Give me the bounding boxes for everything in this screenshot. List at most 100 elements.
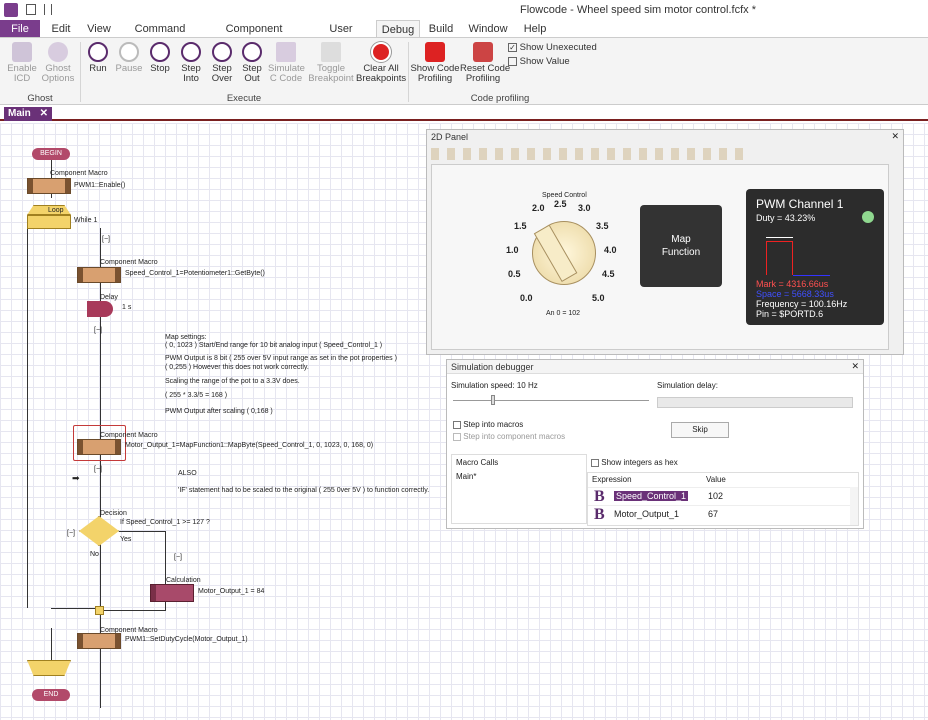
step-out-icon (242, 42, 262, 62)
run-button[interactable]: Run (84, 42, 112, 74)
cm2-block[interactable] (77, 267, 121, 283)
simulation-debugger[interactable]: Simulation debugger ✕ Simulation speed: … (446, 359, 864, 529)
pause-button[interactable]: Pause (114, 42, 144, 74)
menu-user-macros[interactable]: User Macros (323, 23, 359, 53)
gauge-label-7: 3.5 (596, 221, 609, 231)
decision-yes: Yes (120, 536, 132, 543)
begin-terminal[interactable]: BEGIN (32, 148, 70, 160)
macro-calls-panel[interactable]: Macro Calls Main* (451, 454, 587, 524)
stop-icon (150, 42, 170, 62)
play-icon (88, 42, 108, 62)
show-unexecuted-checkbox[interactable]: ✓ Show Unexecuted (508, 42, 597, 53)
enable-icd-button[interactable]: Enable ICD (4, 42, 40, 84)
save-icon[interactable] (26, 4, 36, 15)
show-value-checkbox[interactable]: Show Value (508, 56, 570, 67)
comment-line-0: Map settings: (165, 334, 207, 341)
panel-view[interactable]: Speed Control 0.0 0.5 1.0 1.5 2.0 2.5 3.… (431, 164, 889, 350)
decision-block[interactable] (79, 516, 119, 546)
menu-edit[interactable]: Edit (51, 23, 71, 35)
bracket-2[interactable]: [−] (94, 327, 102, 334)
step-into-component-checkbox[interactable]: Step into component macros (453, 432, 565, 441)
delay-block[interactable] (87, 301, 113, 317)
comment-line-1: ( 0, 1023 ) Start/End range for 10 bit a… (165, 342, 383, 349)
step-into-button[interactable]: Step Into (176, 42, 206, 84)
toggle-breakpoint-button[interactable]: Toggle Breakpoint (308, 42, 354, 84)
flowchart-canvas[interactable]: BEGIN Component Macro PWM1::Enable() Loo… (0, 123, 928, 720)
table-scrollbar[interactable] (850, 487, 858, 525)
close-icon[interactable]: ✕ (39, 108, 48, 119)
bracket-left[interactable]: [−] (67, 530, 75, 537)
cm3-block[interactable] (77, 439, 121, 455)
cm2-text: Speed_Control_1=Potentiometer1::GetByte(… (125, 270, 265, 277)
menu-view[interactable]: View (87, 23, 111, 35)
pause-icon (119, 42, 139, 62)
pwm-waveform (760, 235, 830, 276)
step-out-button[interactable]: Step Out (238, 42, 266, 84)
menu-bar: File Edit View Command Icons Component L… (0, 20, 928, 53)
tab-main[interactable]: Main ✕ (4, 107, 52, 121)
close-icon[interactable]: ✕ (851, 361, 859, 371)
ghost-options-button[interactable]: Ghost Options (40, 42, 76, 84)
cm3-title: Component Macro (100, 432, 158, 439)
clear-breakpoints-button[interactable]: Clear All Breakpoints (356, 42, 406, 84)
cm1-block[interactable] (27, 178, 71, 194)
gauge-label-0: 0.0 (520, 293, 533, 303)
step-over-button[interactable]: Step Over (208, 42, 236, 84)
decision-no: No (90, 551, 99, 558)
row-expression: Speed_Control_1 (614, 491, 689, 501)
close-icon[interactable]: ✕ (891, 131, 899, 141)
simulate-c-code-button[interactable]: Simulate C Code (268, 42, 305, 84)
calc-text: Motor_Output_1 = 84 (198, 588, 265, 595)
menu-component-libraries[interactable]: Component Libraries (225, 23, 283, 53)
arrow-icon: ➡ (72, 473, 80, 483)
pwm-mark: Mark = 4316.66us (756, 279, 829, 289)
map-function-block[interactable]: Map Function (640, 205, 722, 287)
skip-button[interactable]: Skip (671, 422, 729, 438)
panel-toolbar (431, 148, 751, 160)
sim-speed-slider[interactable] (453, 395, 649, 405)
quick-access-icon[interactable] (44, 4, 52, 15)
checkbox-icon (591, 458, 599, 467)
bracket-3[interactable]: [−] (94, 466, 102, 473)
app-logo-icon (4, 3, 18, 17)
bracket-1[interactable]: [−] (102, 236, 110, 243)
show-code-profiling-button[interactable]: Show Code Profiling (410, 42, 460, 84)
ribbon: Enable ICD Ghost Options Ghost Run Pause… (0, 37, 928, 105)
menu-file[interactable]: File (0, 20, 40, 38)
sim-c-icon (276, 42, 296, 62)
pwm-mark-marker (766, 237, 793, 238)
table-row[interactable]: B Motor_Output_1 67 (588, 505, 850, 523)
macro-call-main[interactable]: Main* (456, 472, 477, 481)
show-hex-checkbox[interactable]: Show integers as hex (591, 458, 678, 467)
bracket-4[interactable]: [−] (174, 554, 182, 561)
watch-table[interactable]: Expression Value B Speed_Control_1 102 B… (587, 472, 859, 526)
macro-calls-header: Macro Calls (456, 458, 499, 467)
pwm-frequency: Frequency = 100.16Hz (756, 299, 848, 309)
while-block[interactable] (27, 215, 71, 229)
stop-button[interactable]: Stop (146, 42, 174, 74)
step-into-icon (181, 42, 201, 62)
menu-window[interactable]: Window (468, 23, 508, 35)
also-text: 'IF' statement had to be scaled to the o… (178, 487, 430, 494)
menu-command-icons[interactable]: Command Icons (134, 23, 186, 53)
title-bar: Flowcode - Wheel speed sim motor control… (0, 0, 928, 20)
menu-debug[interactable]: Debug (376, 20, 420, 38)
decision-text: If Speed_Control_1 >= 127 ? (120, 519, 210, 526)
gauge-label-10: 5.0 (592, 293, 605, 303)
menu-build[interactable]: Build (428, 23, 454, 35)
loop-end-block[interactable] (27, 660, 71, 676)
group-ghost: Ghost (27, 93, 53, 104)
panel-2d[interactable]: 2D Panel ✕ Speed Control 0.0 0.5 1.0 1.5… (426, 129, 904, 355)
pwm-space-line (793, 275, 830, 276)
menu-help[interactable]: Help (523, 23, 547, 35)
table-row[interactable]: B Speed_Control_1 102 (588, 487, 850, 505)
cm4-block[interactable] (77, 633, 121, 649)
calc-block[interactable] (150, 584, 194, 602)
variable-b-icon: B (594, 506, 605, 523)
cm1-title: Component Macro (50, 170, 108, 177)
step-into-macros-checkbox[interactable]: Step into macros (453, 420, 523, 429)
end-terminal[interactable]: END (32, 689, 70, 701)
sim-delay-bar[interactable] (657, 397, 853, 408)
slider-thumb[interactable] (491, 395, 495, 405)
reset-code-profiling-button[interactable]: Reset Code Profiling (460, 42, 510, 84)
